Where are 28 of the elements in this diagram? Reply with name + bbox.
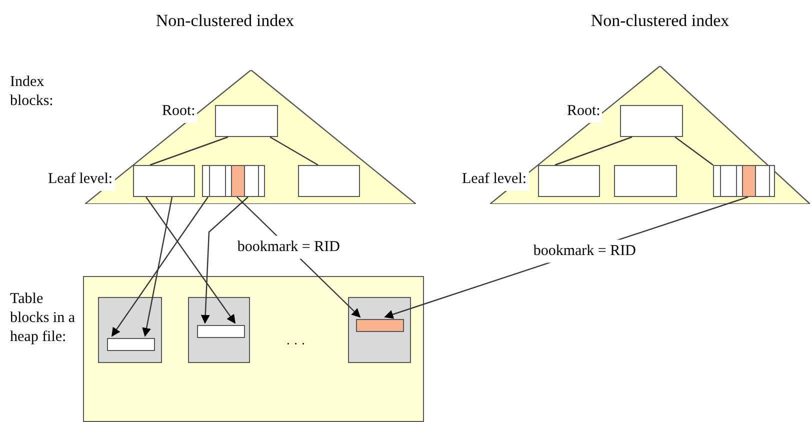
row-label: Index blocks: <box>10 73 54 110</box>
leaf-block <box>614 165 677 197</box>
connector-line <box>674 136 714 166</box>
arrow <box>200 196 248 324</box>
connector-line <box>150 136 228 166</box>
ellipsis-mark: · · · <box>286 335 306 353</box>
record-bar <box>107 338 155 351</box>
arrow <box>146 196 236 324</box>
record-bar <box>356 319 404 332</box>
table-block <box>348 297 411 363</box>
table-block <box>98 297 162 363</box>
root-block <box>620 105 683 137</box>
leaf-block <box>713 165 775 197</box>
leaf-block <box>202 165 265 197</box>
leaf-block <box>538 165 600 197</box>
connector-line <box>270 136 318 166</box>
arrow <box>112 196 208 337</box>
leaf-block <box>133 165 195 197</box>
arrow <box>142 196 173 337</box>
leaf-block <box>298 165 360 197</box>
diagram-heading: Non-clustered index <box>590 10 730 32</box>
record-bar <box>197 325 245 338</box>
connector-line <box>554 136 632 166</box>
table-block <box>188 297 250 363</box>
diagram-heading: Non-clustered index <box>154 10 296 32</box>
row-label: Table blocks in a heap file: <box>10 290 76 346</box>
root-block <box>215 105 278 137</box>
heap-file-area <box>83 276 424 422</box>
